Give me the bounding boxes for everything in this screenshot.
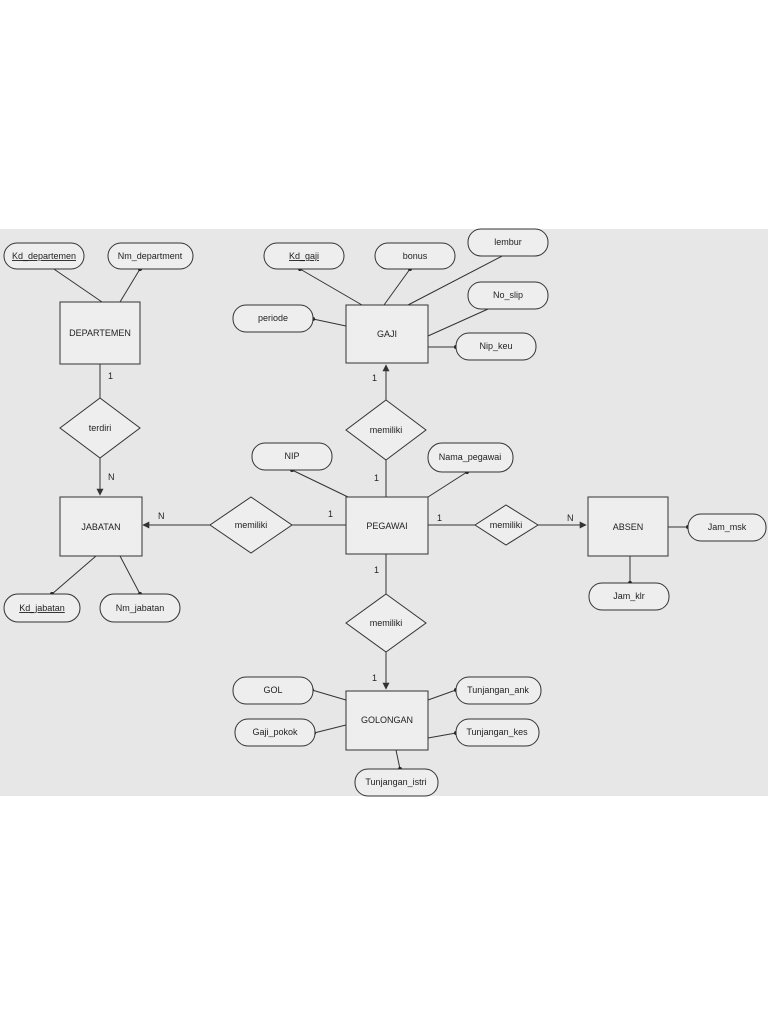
attribute-tunjangan-kes: Tunjangan_kes — [455, 718, 540, 747]
relationship-memiliki-absen: memiliki — [474, 504, 539, 546]
entity-label: PEGAWAI — [366, 521, 407, 531]
entity-jabatan: JABATAN — [59, 496, 143, 557]
attribute-nama-pegawai: Nama_pegawai — [427, 442, 514, 473]
attribute-label: Jam_klr — [613, 591, 645, 601]
attribute-label: GOL — [263, 685, 282, 695]
attribute-kd-departemen: Kd_departemen — [3, 242, 85, 270]
entity-pegawai: PEGAWAI — [345, 496, 429, 555]
attribute-label: Nm_jabatan — [116, 603, 165, 613]
attribute-label: bonus — [403, 251, 428, 261]
cardinality-memiliki-absen: N — [567, 513, 574, 523]
relationship-terdiri: terdiri — [59, 397, 141, 459]
attribute-gaji-pokok: Gaji_pokok — [234, 718, 316, 747]
entity-gaji: GAJI — [345, 304, 429, 364]
relationship-connectors — [96, 364, 587, 690]
cardinality-peg-gol: 1 — [374, 565, 379, 575]
relationship-memiliki-golongan: memiliki — [345, 593, 427, 653]
cardinality-memiliki-gol: 1 — [372, 673, 377, 683]
attribute-bonus: bonus — [374, 242, 456, 270]
attribute-periode: periode — [232, 304, 314, 333]
entity-golongan: GOLONGAN — [345, 690, 429, 751]
attribute-nm-jabatan: Nm_jabatan — [99, 593, 181, 623]
attribute-label: Tunjangan_kes — [466, 727, 528, 737]
cardinality-peg-jab: 1 — [328, 509, 333, 519]
attribute-label: Nama_pegawai — [439, 452, 502, 462]
entity-label: DEPARTEMEN — [69, 328, 131, 338]
attribute-nip: NIP — [251, 442, 333, 471]
cardinality-dep-terdiri: 1 — [108, 371, 113, 381]
attribute-label: periode — [258, 313, 288, 323]
attribute-gol: GOL — [232, 676, 314, 705]
attribute-label: Jam_msk — [708, 522, 747, 532]
entity-label: GOLONGAN — [361, 715, 413, 725]
entity-label: GAJI — [377, 329, 397, 339]
cardinality-labels: 1 N N 1 1 1 1 N 1 1 — [108, 371, 574, 683]
attribute-kd-jabatan: Kd_jabatan — [3, 593, 81, 623]
attribute-label: Kd_departemen — [12, 251, 76, 261]
attribute-kd-gaji: Kd_gaji — [263, 242, 345, 270]
attribute-label: Gaji_pokok — [252, 727, 298, 737]
attribute-lembur: lembur — [467, 228, 549, 257]
entity-absen: ABSEN — [587, 496, 669, 557]
relationship-memiliki-jabatan: memiliki — [209, 496, 293, 554]
entity-departemen: DEPARTEMEN — [59, 301, 141, 365]
attribute-no-slip: No_slip — [467, 281, 549, 310]
attribute-tunjangan-istri: Tunjangan_istri — [354, 768, 439, 797]
relationship-label: terdiri — [89, 423, 112, 433]
cardinality-peg-gaji: 1 — [374, 473, 379, 483]
entity-label: ABSEN — [613, 522, 644, 532]
attribute-label: Nm_department — [118, 251, 183, 261]
cardinality-terdiri-jab: N — [108, 472, 115, 482]
attribute-jam-klr: Jam_klr — [588, 582, 670, 611]
relationship-memiliki-gaji: memiliki — [345, 399, 427, 461]
attribute-label: Kd_jabatan — [19, 603, 65, 613]
attribute-label: NIP — [284, 451, 299, 461]
cardinality-memiliki-jab: N — [158, 511, 165, 521]
attribute-tunjangan-ank: Tunjangan_ank — [455, 676, 542, 705]
relationship-label: memiliki — [490, 520, 523, 530]
attribute-label: lembur — [494, 237, 522, 247]
entity-label: JABATAN — [81, 522, 120, 532]
attribute-label: Tunjangan_istri — [365, 777, 426, 787]
attribute-label: Tunjangan_ank — [467, 685, 529, 695]
attribute-connectors — [47, 252, 688, 770]
relationship-label: memiliki — [235, 520, 268, 530]
attribute-label: Nip_keu — [479, 341, 512, 351]
attribute-nm-department: Nm_department — [107, 242, 194, 270]
attribute-label: Kd_gaji — [289, 251, 319, 261]
relationship-label: memiliki — [370, 425, 403, 435]
attribute-jam-msk: Jam_msk — [687, 513, 767, 542]
cardinality-gaji-memiliki: 1 — [372, 373, 377, 383]
attribute-nip-keu: Nip_keu — [455, 332, 537, 361]
relationship-label: memiliki — [370, 618, 403, 628]
cardinality-peg-absen: 1 — [437, 513, 442, 523]
attribute-label: No_slip — [493, 290, 523, 300]
